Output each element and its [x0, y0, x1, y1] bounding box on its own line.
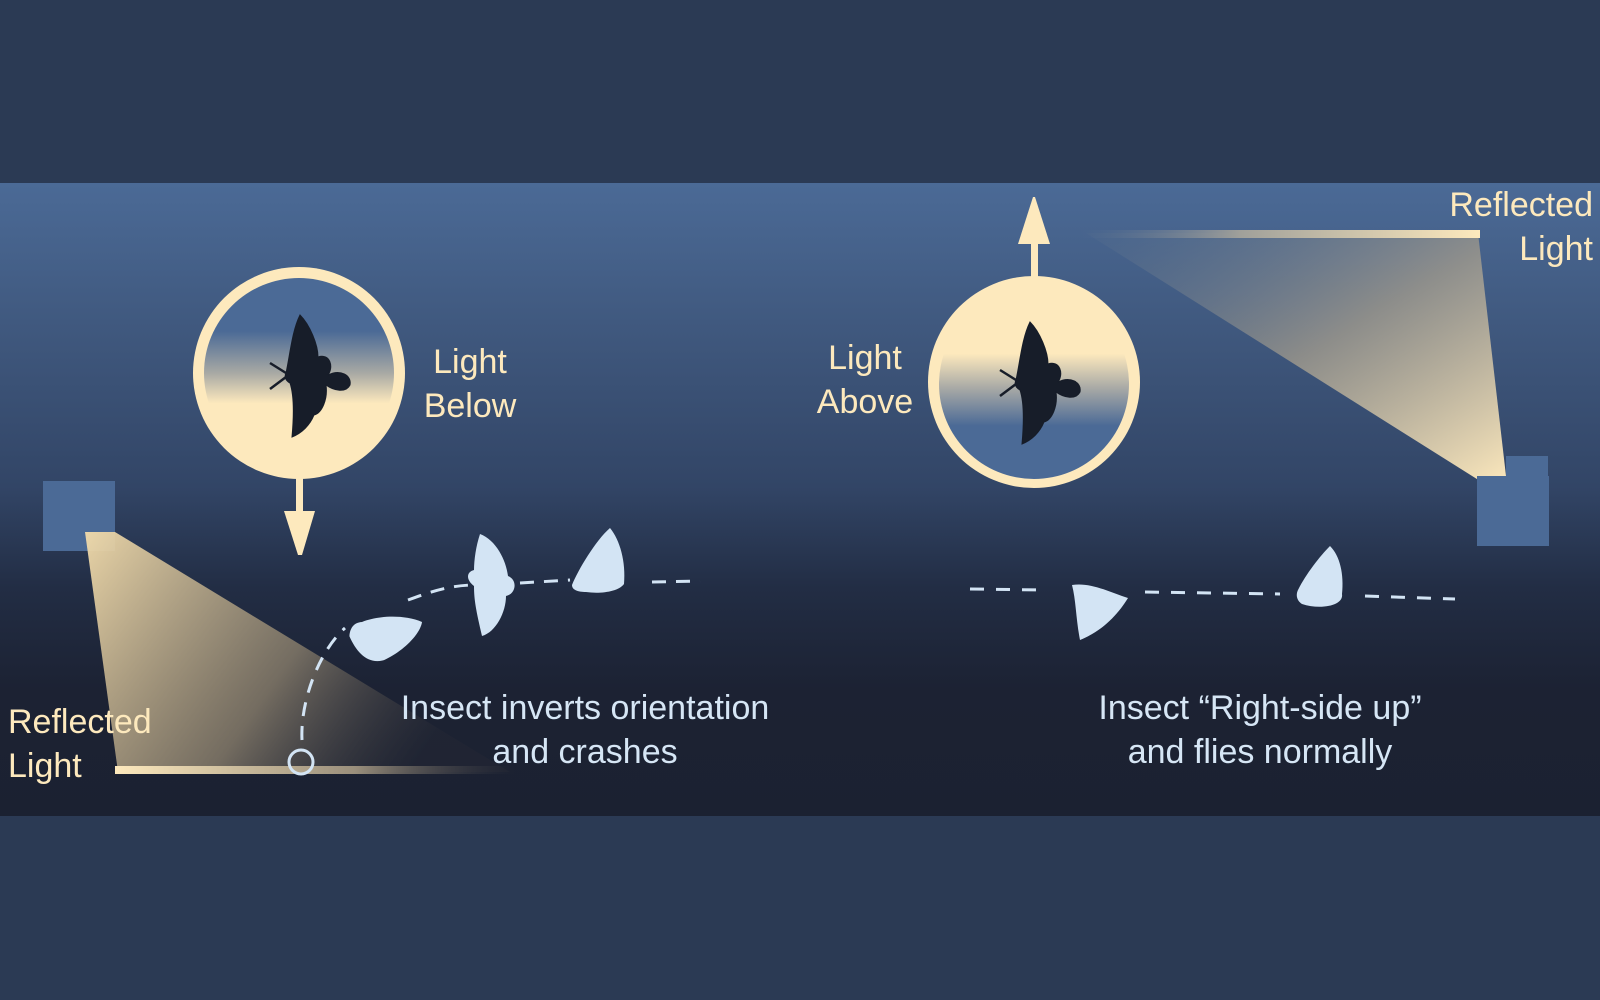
- normal-flight-caption: Insect “Right-side up” and flies normall…: [1040, 686, 1480, 774]
- crash-caption: Insect inverts orientation and crashes: [370, 686, 800, 774]
- light-above-line2: Above: [816, 383, 914, 421]
- light-above-label: Light Above: [795, 336, 935, 424]
- light-below-indicator: [193, 267, 405, 555]
- insect-flying-icon: [349, 528, 625, 662]
- reflective-surface-right: [1080, 230, 1480, 238]
- arrow-down-icon: [284, 511, 315, 555]
- light-below-label: Light Below: [400, 340, 540, 428]
- reflector-square-right-top: [1506, 456, 1548, 476]
- reflected-light-label-right: Reflected Light: [1400, 183, 1593, 271]
- normal-flight-path: [969, 587, 1456, 601]
- reflected-light-label-left: Reflected Light: [8, 700, 178, 788]
- reflected-light-left-line1: Reflected: [8, 703, 152, 741]
- light-below-line1: Light: [433, 343, 507, 381]
- arrow-up-icon: [1018, 197, 1050, 244]
- insect-flying-icon: [1072, 546, 1343, 640]
- crash-flight-path: [300, 578, 701, 741]
- reflective-surface-left: [115, 766, 515, 774]
- crash-point-marker: [287, 748, 315, 776]
- light-above-indicator: [928, 197, 1140, 488]
- normal-caption-line2: and flies normally: [1127, 733, 1393, 771]
- reflected-light-right-line2: Light: [1519, 230, 1593, 268]
- reflected-light-beam-right: [1086, 233, 1506, 486]
- reflected-light-beam-left: [85, 532, 510, 772]
- reflector-square-right: [1477, 476, 1549, 546]
- reflected-light-left-line2: Light: [8, 747, 82, 785]
- normal-caption-line1: Insect “Right-side up”: [1098, 689, 1422, 727]
- light-below-line2: Below: [423, 387, 517, 425]
- reflected-light-right-line1: Reflected: [1449, 186, 1593, 224]
- crash-caption-line1: Insect inverts orientation: [400, 689, 770, 727]
- crash-caption-line2: and crashes: [492, 733, 678, 771]
- light-above-line1: Light: [828, 339, 902, 377]
